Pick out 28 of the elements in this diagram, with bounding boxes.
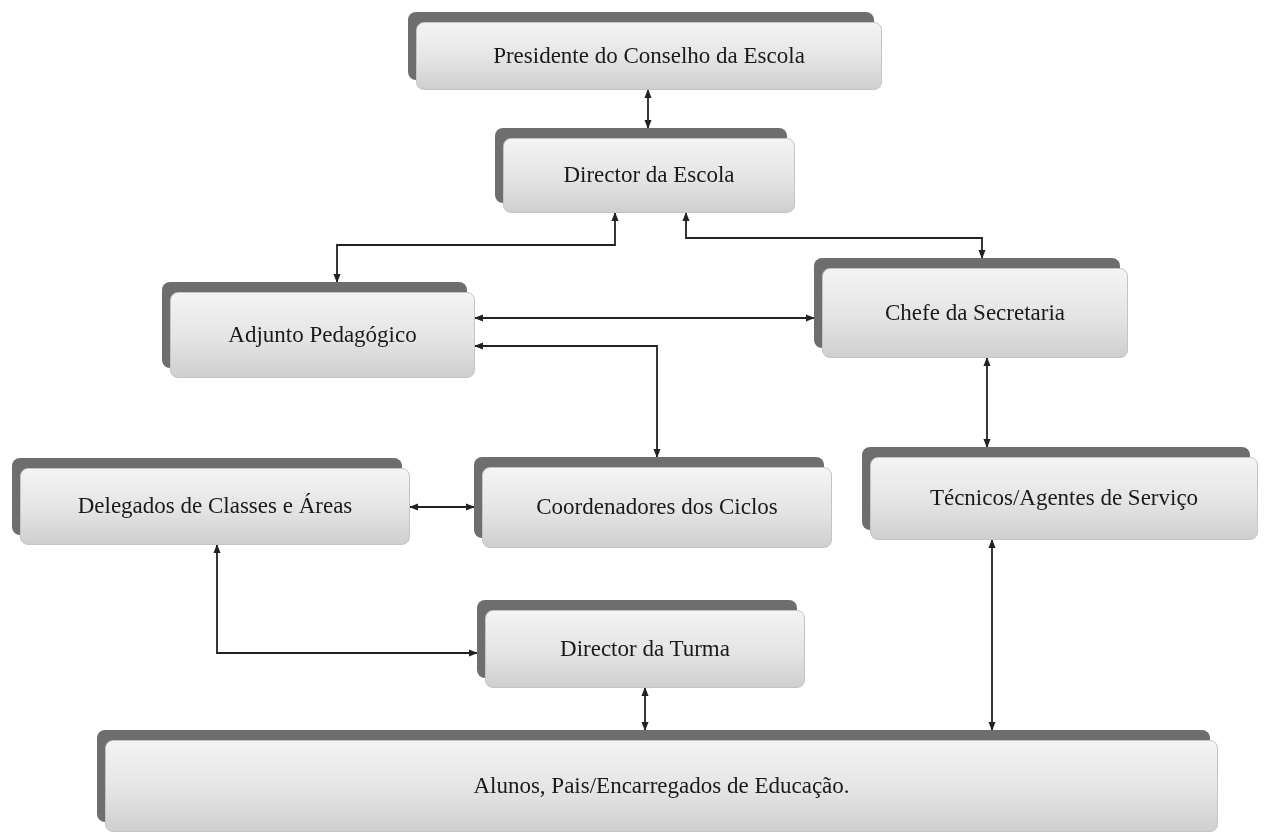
box-label: Alunos, Pais/Encarregados de Educação. [473,772,850,800]
connector-arrow [333,212,619,283]
box-label: Presidente do Conselho da Escola [493,42,805,70]
box-label: Adjunto Pedagógico [228,321,417,349]
connector-arrow [644,89,652,129]
box-label: Delegados de Classes e Áreas [77,493,353,520]
process-box [97,730,1218,832]
process-box [162,282,475,378]
process-box [862,447,1258,540]
connector-arrow [409,503,475,511]
box-label: Director da Turma [560,635,730,663]
connector-arrow [641,687,649,731]
box-label: Director da Escola [563,162,735,189]
process-box [12,458,410,545]
connector-arrow [474,342,661,458]
process-box [474,457,832,548]
connector-arrow [213,544,478,657]
connector-arrow [983,357,991,448]
process-box [477,600,805,688]
process-box [814,258,1128,358]
connector-arrow [474,314,815,322]
process-box [495,128,795,213]
box-label: Coordenadores dos Ciclos [536,494,778,521]
connector-arrow [988,539,996,731]
box-label: Técnicos/Agentes de Serviço [929,485,1199,512]
connector-arrow [682,212,986,259]
box-label: Chefe da Secretaria [884,299,1066,327]
process-box [408,12,882,90]
